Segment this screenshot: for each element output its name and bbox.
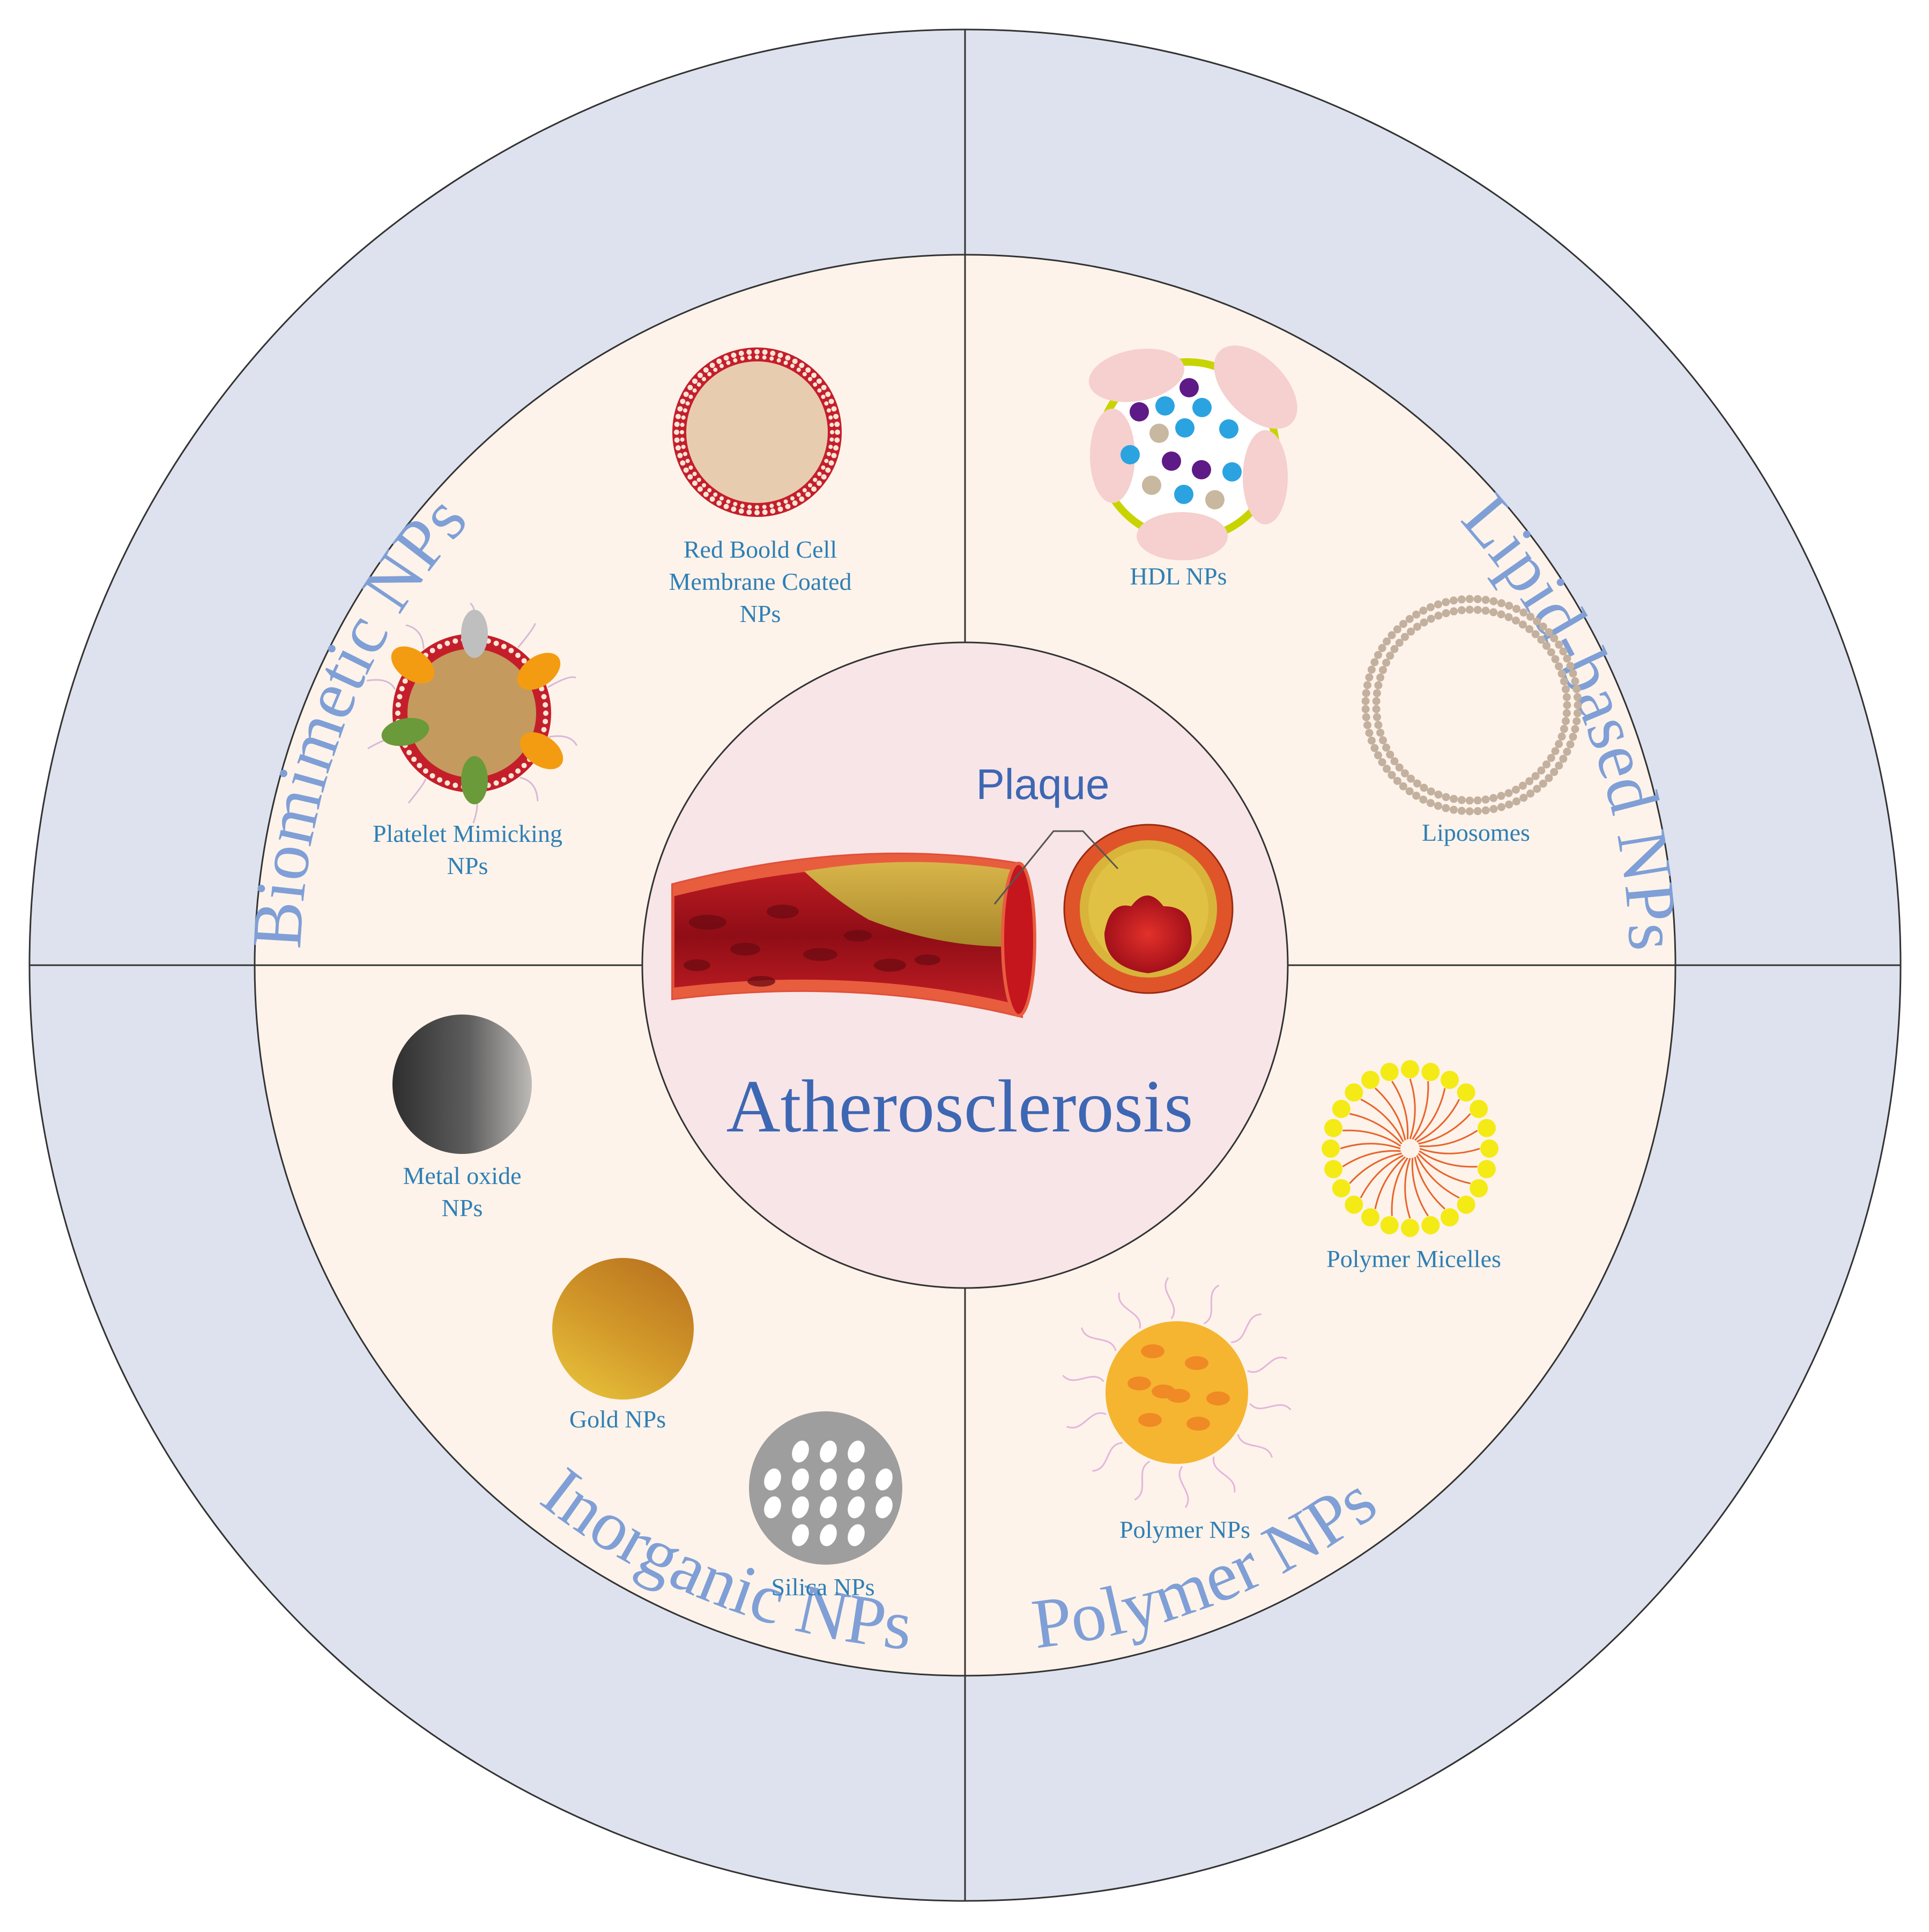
silica-np-graphic — [749, 1411, 902, 1565]
rbc-label-line1: Red Boold Cell — [684, 536, 837, 563]
rbc-membrane-np-graphic — [672, 347, 842, 517]
liposomes-label: Liposomes — [1422, 819, 1530, 846]
polymer-np-graphic — [1062, 1277, 1292, 1508]
metal-oxide-np-graphic — [392, 1015, 532, 1154]
metal-oxide-label-line2: NPs — [442, 1194, 483, 1222]
gold-label: Gold NPs — [569, 1405, 666, 1433]
hdl-np-graphic — [1088, 345, 1297, 560]
polymer-micelle-graphic — [1322, 1060, 1498, 1237]
metal-oxide-label-line1: Metal oxide — [403, 1162, 522, 1189]
polymer-nps-label: Polymer NPs — [1119, 1516, 1250, 1543]
micelles-label: Polymer Micelles — [1326, 1245, 1501, 1272]
liposome-graphic — [1361, 595, 1582, 816]
platelet-label-line2: NPs — [447, 852, 488, 879]
artery-illustration — [671, 824, 1234, 1018]
gold-np-graphic — [552, 1258, 694, 1400]
silica-label: Silica NPs — [771, 1573, 875, 1601]
platelet-np-graphic — [366, 602, 578, 824]
center-title: Atherosclerosis — [726, 1065, 1193, 1148]
platelet-label-line1: Platelet Mimicking — [373, 820, 562, 847]
rbc-label-line2: Membrane Coated — [669, 568, 851, 595]
plaque-label: Plaque — [976, 760, 1109, 808]
rbc-label-line3: NPs — [740, 600, 781, 627]
hdl-label: HDL NPs — [1130, 562, 1227, 590]
